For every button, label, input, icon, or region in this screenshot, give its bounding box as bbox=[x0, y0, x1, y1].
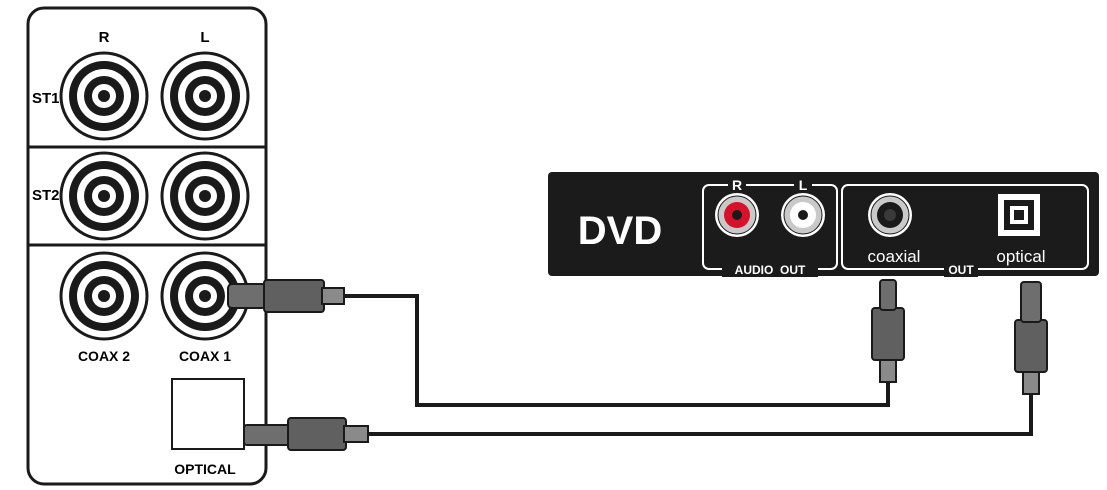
audio-out-group: R L AUDIO OUT bbox=[702, 177, 838, 277]
out-label: OUT bbox=[948, 263, 974, 277]
dvd-optical-jack bbox=[998, 194, 1040, 236]
col-label-r: R bbox=[99, 29, 110, 46]
coax-plug-body-dvd bbox=[871, 307, 905, 361]
label-optical: OPTICAL bbox=[174, 461, 236, 477]
coax-plug-body-receiver bbox=[263, 279, 325, 313]
optical-plug-strain-receiver bbox=[343, 425, 369, 443]
optical-label-dvd: optical bbox=[996, 247, 1045, 266]
audio-l-label: L bbox=[799, 177, 808, 193]
optical-plug-tip-receiver bbox=[243, 424, 293, 446]
audio-out-label: AUDIO OUT bbox=[735, 263, 806, 277]
dvd-coaxial-jack bbox=[868, 193, 912, 237]
optical-plug-body-dvd bbox=[1014, 319, 1048, 373]
label-coax2: COAX 2 bbox=[78, 348, 130, 364]
digital-out-group: coaxial optical OUT bbox=[841, 184, 1089, 277]
rca-jack-st1-l bbox=[160, 51, 250, 141]
optical-wire bbox=[368, 392, 1033, 436]
rca-jack-coax1 bbox=[160, 251, 250, 341]
audio-out-label-bg bbox=[722, 261, 818, 277]
coaxial-label: coaxial bbox=[868, 247, 921, 266]
optical-cable bbox=[243, 281, 1048, 451]
coax-plug-strain-dvd bbox=[879, 357, 897, 383]
optical-plug-tip-dvd bbox=[1020, 281, 1042, 323]
rca-jack-st1-r bbox=[59, 51, 149, 141]
dvd-label: DVD bbox=[578, 209, 662, 253]
audio-r-label-bg bbox=[728, 177, 746, 193]
optical-label-bg bbox=[986, 246, 1056, 266]
optical-plug-strain-dvd bbox=[1022, 369, 1040, 395]
coax-plug-tip-receiver bbox=[227, 283, 267, 309]
row-label-st2: ST2 bbox=[32, 187, 60, 204]
col-label-l: L bbox=[200, 29, 209, 46]
coax-plug-strain-receiver bbox=[321, 287, 345, 305]
label-coax1: COAX 1 bbox=[179, 348, 231, 364]
dvd-body bbox=[548, 172, 1099, 276]
rca-jack-coax2 bbox=[59, 251, 149, 341]
rca-jack-st2-l bbox=[160, 151, 250, 241]
receiver-back-panel: R L ST1 ST2 bbox=[26, 6, 268, 486]
coaxial-label-bg bbox=[858, 246, 930, 266]
rca-jack-st2-r bbox=[59, 151, 149, 241]
coax-wire bbox=[344, 294, 890, 407]
rca-jack-dvd-white bbox=[781, 193, 825, 237]
audio-r-label: R bbox=[732, 177, 742, 193]
coax-plug-tip-dvd bbox=[879, 279, 897, 311]
optical-plug-body-receiver bbox=[287, 417, 347, 451]
rca-jack-dvd-red bbox=[715, 193, 759, 237]
row-label-st1: ST1 bbox=[32, 90, 60, 107]
dvd-player: DVD R L AUDIO OUT bbox=[548, 172, 1099, 277]
audio-l-label-bg bbox=[794, 177, 812, 193]
out-label-bg bbox=[944, 261, 978, 277]
coaxial-cable bbox=[227, 279, 905, 407]
optical-port bbox=[171, 378, 245, 450]
